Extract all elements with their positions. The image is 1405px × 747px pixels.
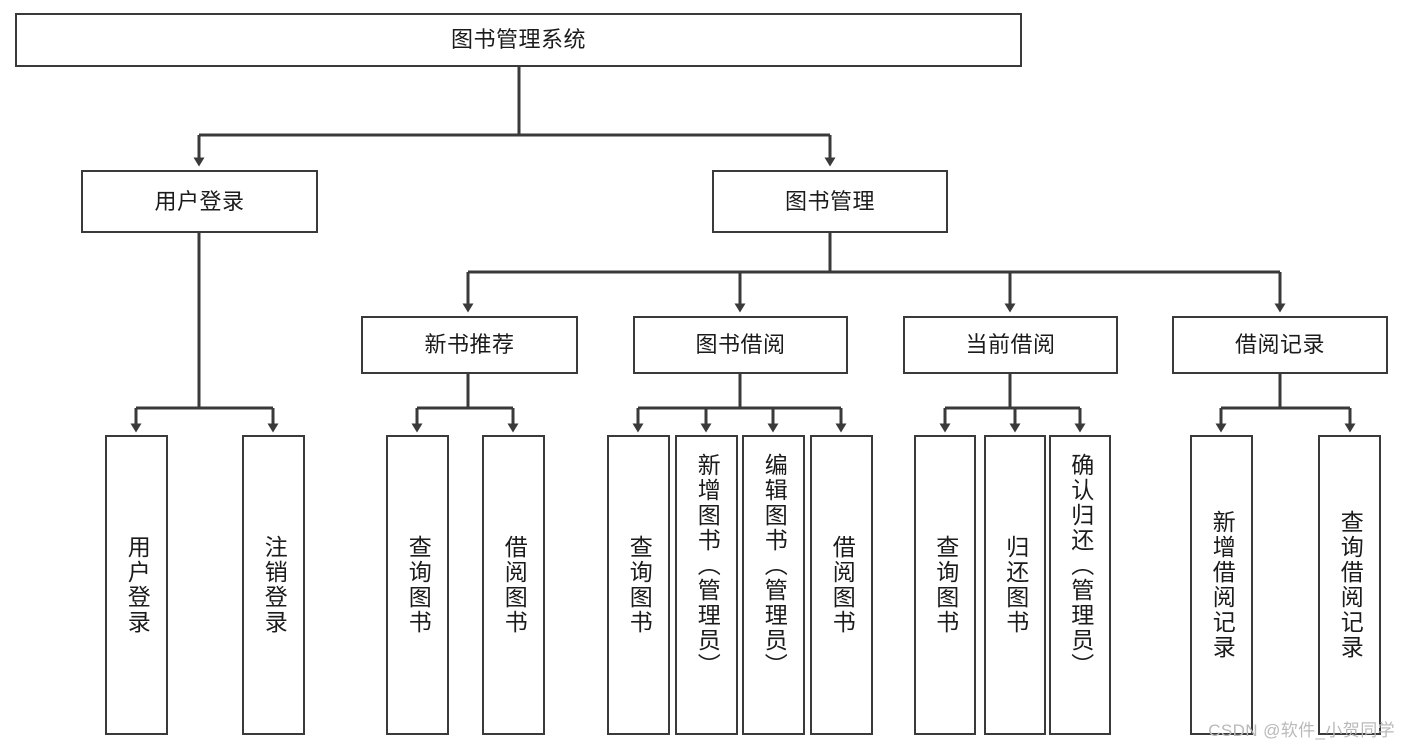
leaf-return-books[interactable]: 归还图书 [984, 435, 1046, 735]
leaf-add-borrow-record[interactable]: 新增借阅记录 [1190, 435, 1253, 735]
node-label: 图书管理 [784, 188, 875, 214]
node-label: 确认归还（管理员） [1067, 453, 1094, 678]
node-label: 图书借阅 [695, 332, 786, 358]
leaf-edit-book-admin[interactable]: 编辑图书（管理员） [742, 435, 805, 735]
leaf-user-login[interactable]: 用户登录 [105, 435, 168, 735]
node-label: 图书管理系统 [450, 27, 586, 53]
node-label: 查询借阅记录 [1337, 510, 1364, 660]
leaf-query-books-borrow[interactable]: 查询图书 [607, 435, 670, 735]
node-label: 借阅图书 [829, 535, 856, 635]
node-label: 借阅图书 [501, 535, 528, 635]
node-label: 新增借阅记录 [1209, 510, 1236, 660]
node-label: 查询图书 [932, 535, 959, 635]
node-label: 编辑图书（管理员） [761, 453, 788, 678]
leaf-query-books-recommend[interactable]: 查询图书 [386, 435, 449, 735]
node-label: 借阅记录 [1234, 332, 1325, 358]
node-borrow-records[interactable]: 借阅记录 [1172, 316, 1388, 374]
node-label: 归还图书 [1002, 535, 1029, 635]
node-label: 查询图书 [626, 535, 653, 635]
node-label: 当前借阅 [965, 332, 1056, 358]
leaf-borrow-books-recommend[interactable]: 借阅图书 [482, 435, 545, 735]
node-label: 用户登录 [154, 188, 245, 214]
node-current-borrow[interactable]: 当前借阅 [903, 316, 1118, 374]
node-book-borrow[interactable]: 图书借阅 [633, 316, 848, 374]
node-user-login[interactable]: 用户登录 [81, 170, 318, 233]
node-book-management[interactable]: 图书管理 [712, 170, 948, 233]
node-label: 注销登录 [261, 535, 288, 635]
node-label: 用户登录 [124, 535, 151, 635]
watermark: CSDN @软件_小贺同学 [1208, 721, 1395, 740]
node-new-book-recommend[interactable]: 新书推荐 [361, 316, 578, 374]
node-root[interactable]: 图书管理系统 [15, 13, 1022, 67]
leaf-add-book-admin[interactable]: 新增图书（管理员） [675, 435, 738, 735]
node-label: 新书推荐 [424, 332, 515, 358]
node-label: 查询图书 [405, 535, 432, 635]
leaf-query-borrow-record[interactable]: 查询借阅记录 [1318, 435, 1381, 735]
leaf-query-books-current[interactable]: 查询图书 [914, 435, 976, 735]
node-label: 新增图书（管理员） [694, 453, 721, 678]
leaf-confirm-return-admin[interactable]: 确认归还（管理员） [1049, 435, 1111, 735]
leaf-borrow-books[interactable]: 借阅图书 [810, 435, 873, 735]
leaf-logout[interactable]: 注销登录 [242, 435, 305, 735]
